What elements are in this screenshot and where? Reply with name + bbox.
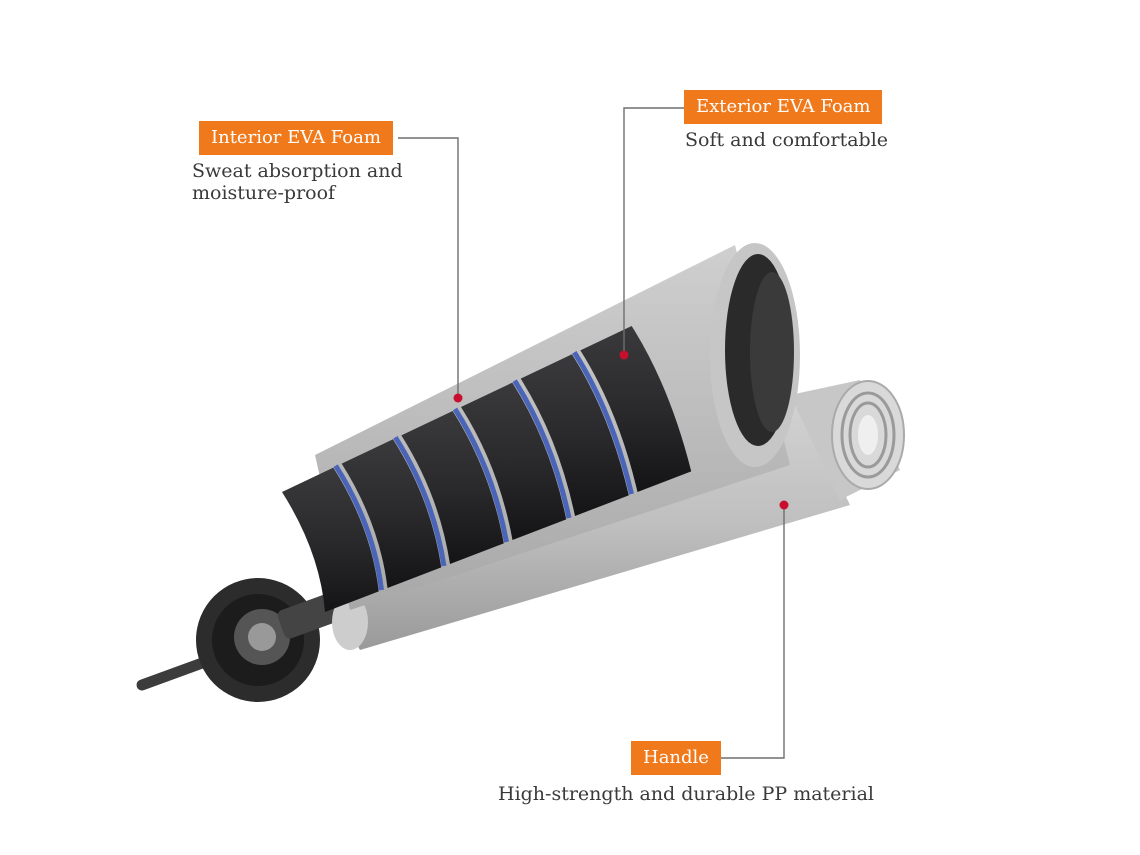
- handle-description: High-strength and durable PP material: [498, 783, 874, 805]
- interior-foam-tag: Interior EVA Foam: [199, 121, 393, 155]
- handle-tag: Handle: [631, 741, 721, 775]
- exterior-foam-tag: Exterior EVA Foam: [684, 90, 883, 124]
- interior-marker-dot: [453, 393, 463, 403]
- foam-blue-stripe: [572, 350, 634, 495]
- exterior-foam-description: Soft and comfortable: [685, 129, 889, 151]
- handle-leader-line: [718, 505, 785, 759]
- foam-segment: [401, 410, 504, 564]
- bearing-cap: [196, 578, 351, 702]
- cable: [136, 656, 211, 691]
- interior-foam-description-line-1: Sweat absorption and: [192, 160, 403, 182]
- interior-leader-line: [398, 137, 459, 398]
- interior-foam-segments: [282, 325, 692, 612]
- exterior-leader-line: [623, 107, 686, 355]
- interior-foam-description-line-2: moisture-proof: [192, 182, 336, 204]
- foam-blue-stripe: [452, 407, 509, 543]
- foam-blue-stripe: [393, 435, 447, 567]
- exterior-marker-dot: [619, 350, 629, 360]
- foam-segment: [282, 467, 379, 612]
- foam-blue-stripe: [512, 379, 572, 519]
- handle-marker-dot: [779, 500, 789, 510]
- foam-blue-stripe: [333, 464, 384, 591]
- foam-segment: [580, 325, 692, 492]
- foam-segment: [520, 354, 629, 516]
- foam-segment: [341, 439, 442, 588]
- foam-segment: [461, 382, 567, 540]
